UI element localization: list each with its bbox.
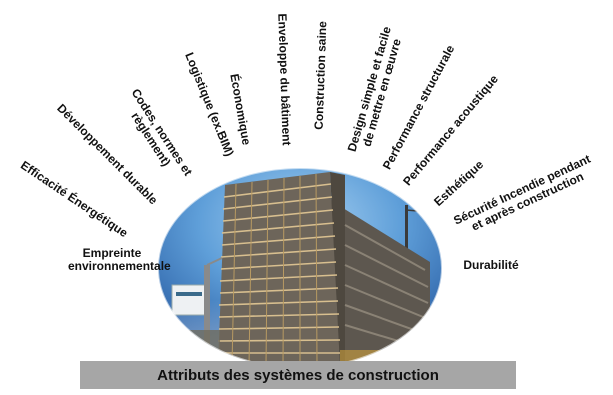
attribute-empreinte: Empreinte environnementale (68, 246, 171, 273)
attribute-durabilite: Durabilité (458, 259, 524, 272)
caption-bar: Attributs des systèmes de construction (80, 361, 516, 389)
attribute-line: Empreinte (82, 246, 142, 260)
diagram-title: Attributs des systèmes de construction (157, 366, 439, 384)
attribute-line: environnementale (68, 259, 171, 273)
attribute-line: Durabilité (463, 258, 519, 272)
